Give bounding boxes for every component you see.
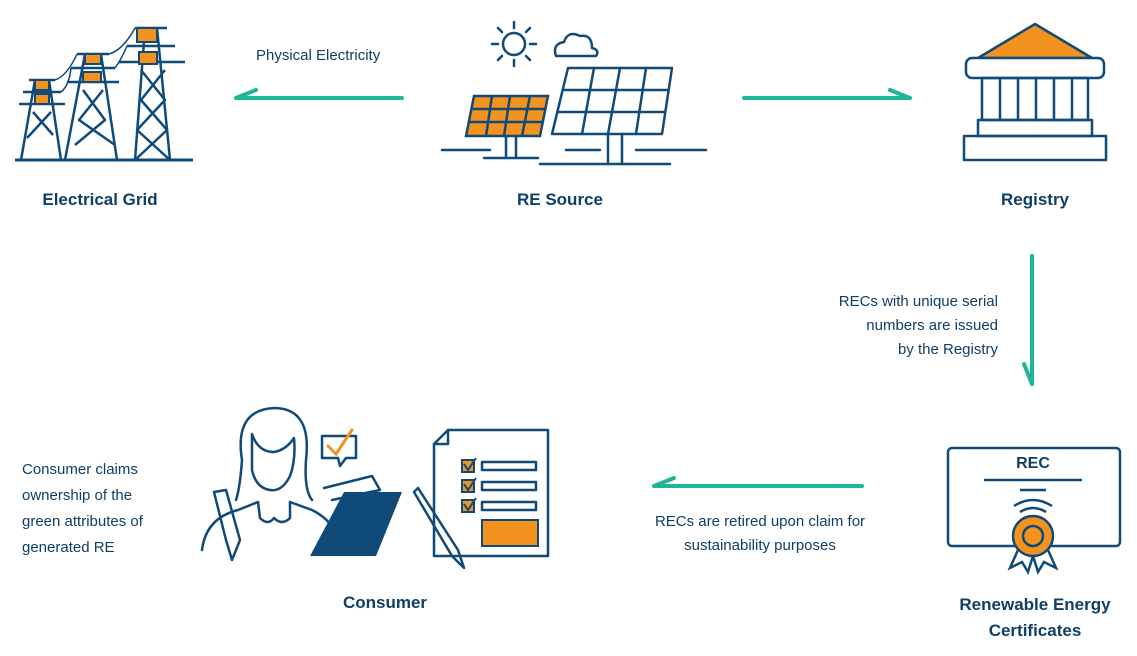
certificates-label-line-2: Certificates	[988, 621, 1082, 640]
consumer-claim-line-4: generated RE	[22, 539, 115, 556]
registry-label: Registry	[1000, 190, 1070, 209]
certificates-label-line-1: Renewable Energy	[959, 595, 1111, 614]
person-checklist-icon	[200, 406, 550, 570]
consumer-claim-line-2: ownership of the	[22, 487, 133, 504]
solar-panels-icon	[440, 20, 708, 166]
certificate-icon	[946, 446, 1122, 576]
consumer-claim-line-3: green attributes of	[22, 513, 143, 530]
rec-badge-text: REC	[1016, 455, 1050, 472]
issued-line-3: by the Registry	[897, 341, 998, 358]
arrow-to-grid	[234, 88, 404, 100]
electrical-grid-label: Electrical Grid	[42, 190, 158, 209]
retired-line-1: RECs are retired upon claim for	[654, 513, 866, 530]
arrow-to-registry	[742, 88, 912, 100]
bank-building-icon	[962, 22, 1108, 162]
consumer-claim-line-1: Consumer claims	[22, 461, 138, 478]
issued-line-1: RECs with unique serial	[838, 293, 998, 310]
consumer-claim-caption: Consumer claims ownership of the green a…	[22, 457, 202, 561]
arrow-to-consumer	[652, 476, 864, 488]
certificates-label: Renewable Energy Certificates	[935, 592, 1135, 644]
retired-caption: RECs are retired upon claim for sustaina…	[620, 510, 900, 558]
consumer-label: Consumer	[342, 593, 428, 612]
arrow-to-certificates	[1022, 254, 1034, 386]
issued-caption: RECs with unique serial numbers are issu…	[790, 290, 998, 362]
issued-line-2: numbers are issued	[866, 317, 998, 334]
retired-line-2: sustainability purposes	[684, 537, 836, 554]
re-source-label: RE Source	[517, 190, 603, 209]
transmission-towers-icon	[15, 26, 193, 162]
physical-electricity-label: Physical Electricity	[256, 47, 381, 64]
